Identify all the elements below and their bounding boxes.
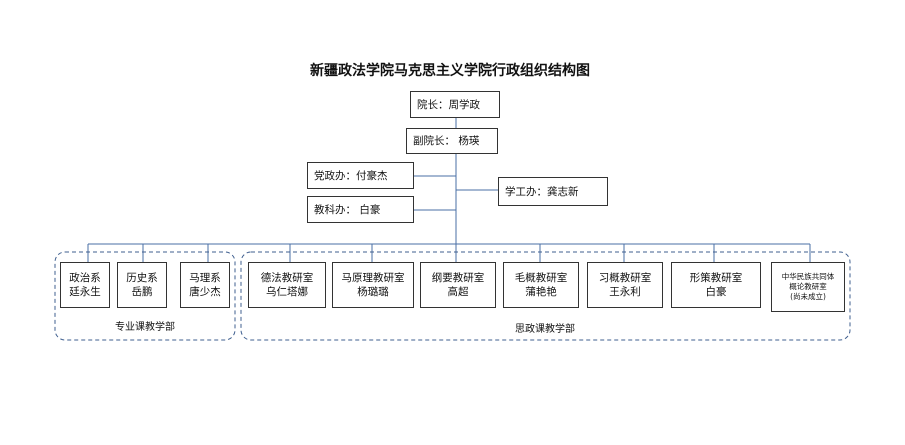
office-head: 蒲艳艳	[525, 286, 557, 298]
office-box: 德法教研室 乌仁塔娜	[248, 262, 326, 308]
department-box: 历史系 岳鹏	[117, 262, 167, 308]
ethnic-office-box: 中华民族共同体 概论教研室 (尚未成立)	[771, 262, 845, 312]
office-head: 王永利	[609, 286, 641, 298]
ethnic-office-line1: 中华民族共同体	[781, 272, 835, 281]
office-name: 纲要教研室	[431, 272, 485, 284]
group-ideological-label: 思政课教学部	[515, 324, 575, 335]
department-box: 政治系 廷永生	[60, 262, 110, 308]
group-ideological-frame	[240, 251, 851, 341]
department-name: 马理系	[189, 272, 221, 284]
office-name: 马原理教研室	[341, 272, 405, 284]
office-box: 马原理教研室 杨璐璐	[332, 262, 414, 308]
office-head: 白豪	[705, 286, 727, 298]
office-head: 乌仁塔娜	[266, 286, 308, 298]
office-box: 纲要教研室 高超	[420, 262, 496, 308]
vice-dean-label: 副院长： 杨瑛	[413, 135, 480, 147]
office-box: 形策教研室 白豪	[671, 262, 761, 308]
group-professional-frame	[54, 251, 236, 341]
office-name: 毛概教研室	[514, 272, 568, 284]
party-office-box: 党政办：付豪杰	[307, 162, 414, 189]
chart-title: 新疆政法学院马克思主义学院行政组织结构图	[310, 63, 590, 79]
student-office-box: 学工办：龚志新	[498, 177, 608, 206]
vice-dean-box: 副院长： 杨瑛	[406, 128, 498, 154]
ethnic-office-line3: (尚未成立)	[790, 292, 826, 301]
department-box: 马理系 唐少杰	[180, 262, 230, 308]
office-box: 毛概教研室 蒲艳艳	[503, 262, 579, 308]
academic-office-box: 教科办： 白豪	[307, 196, 414, 223]
dean-box: 院长：周学政	[410, 91, 500, 118]
office-name: 习概教研室	[598, 272, 652, 284]
department-name: 政治系	[69, 272, 101, 284]
office-head: 高超	[447, 286, 469, 298]
party-office-label: 党政办：付豪杰	[314, 169, 388, 182]
group-professional-label: 专业课教学部	[115, 322, 175, 333]
office-name: 形策教研室	[689, 272, 743, 284]
dean-label: 院长：周学政	[417, 98, 480, 111]
department-head: 岳鹏	[131, 286, 153, 298]
office-name: 德法教研室	[260, 272, 314, 284]
office-box: 习概教研室 王永利	[587, 262, 663, 308]
department-head: 唐少杰	[189, 286, 221, 298]
ethnic-office-line2: 概论教研室	[789, 282, 827, 291]
academic-office-label: 教科办： 白豪	[314, 203, 381, 216]
department-name: 历史系	[126, 272, 158, 284]
department-head: 廷永生	[69, 286, 101, 298]
office-head: 杨璐璐	[357, 286, 389, 298]
student-office-label: 学工办：龚志新	[505, 185, 579, 198]
